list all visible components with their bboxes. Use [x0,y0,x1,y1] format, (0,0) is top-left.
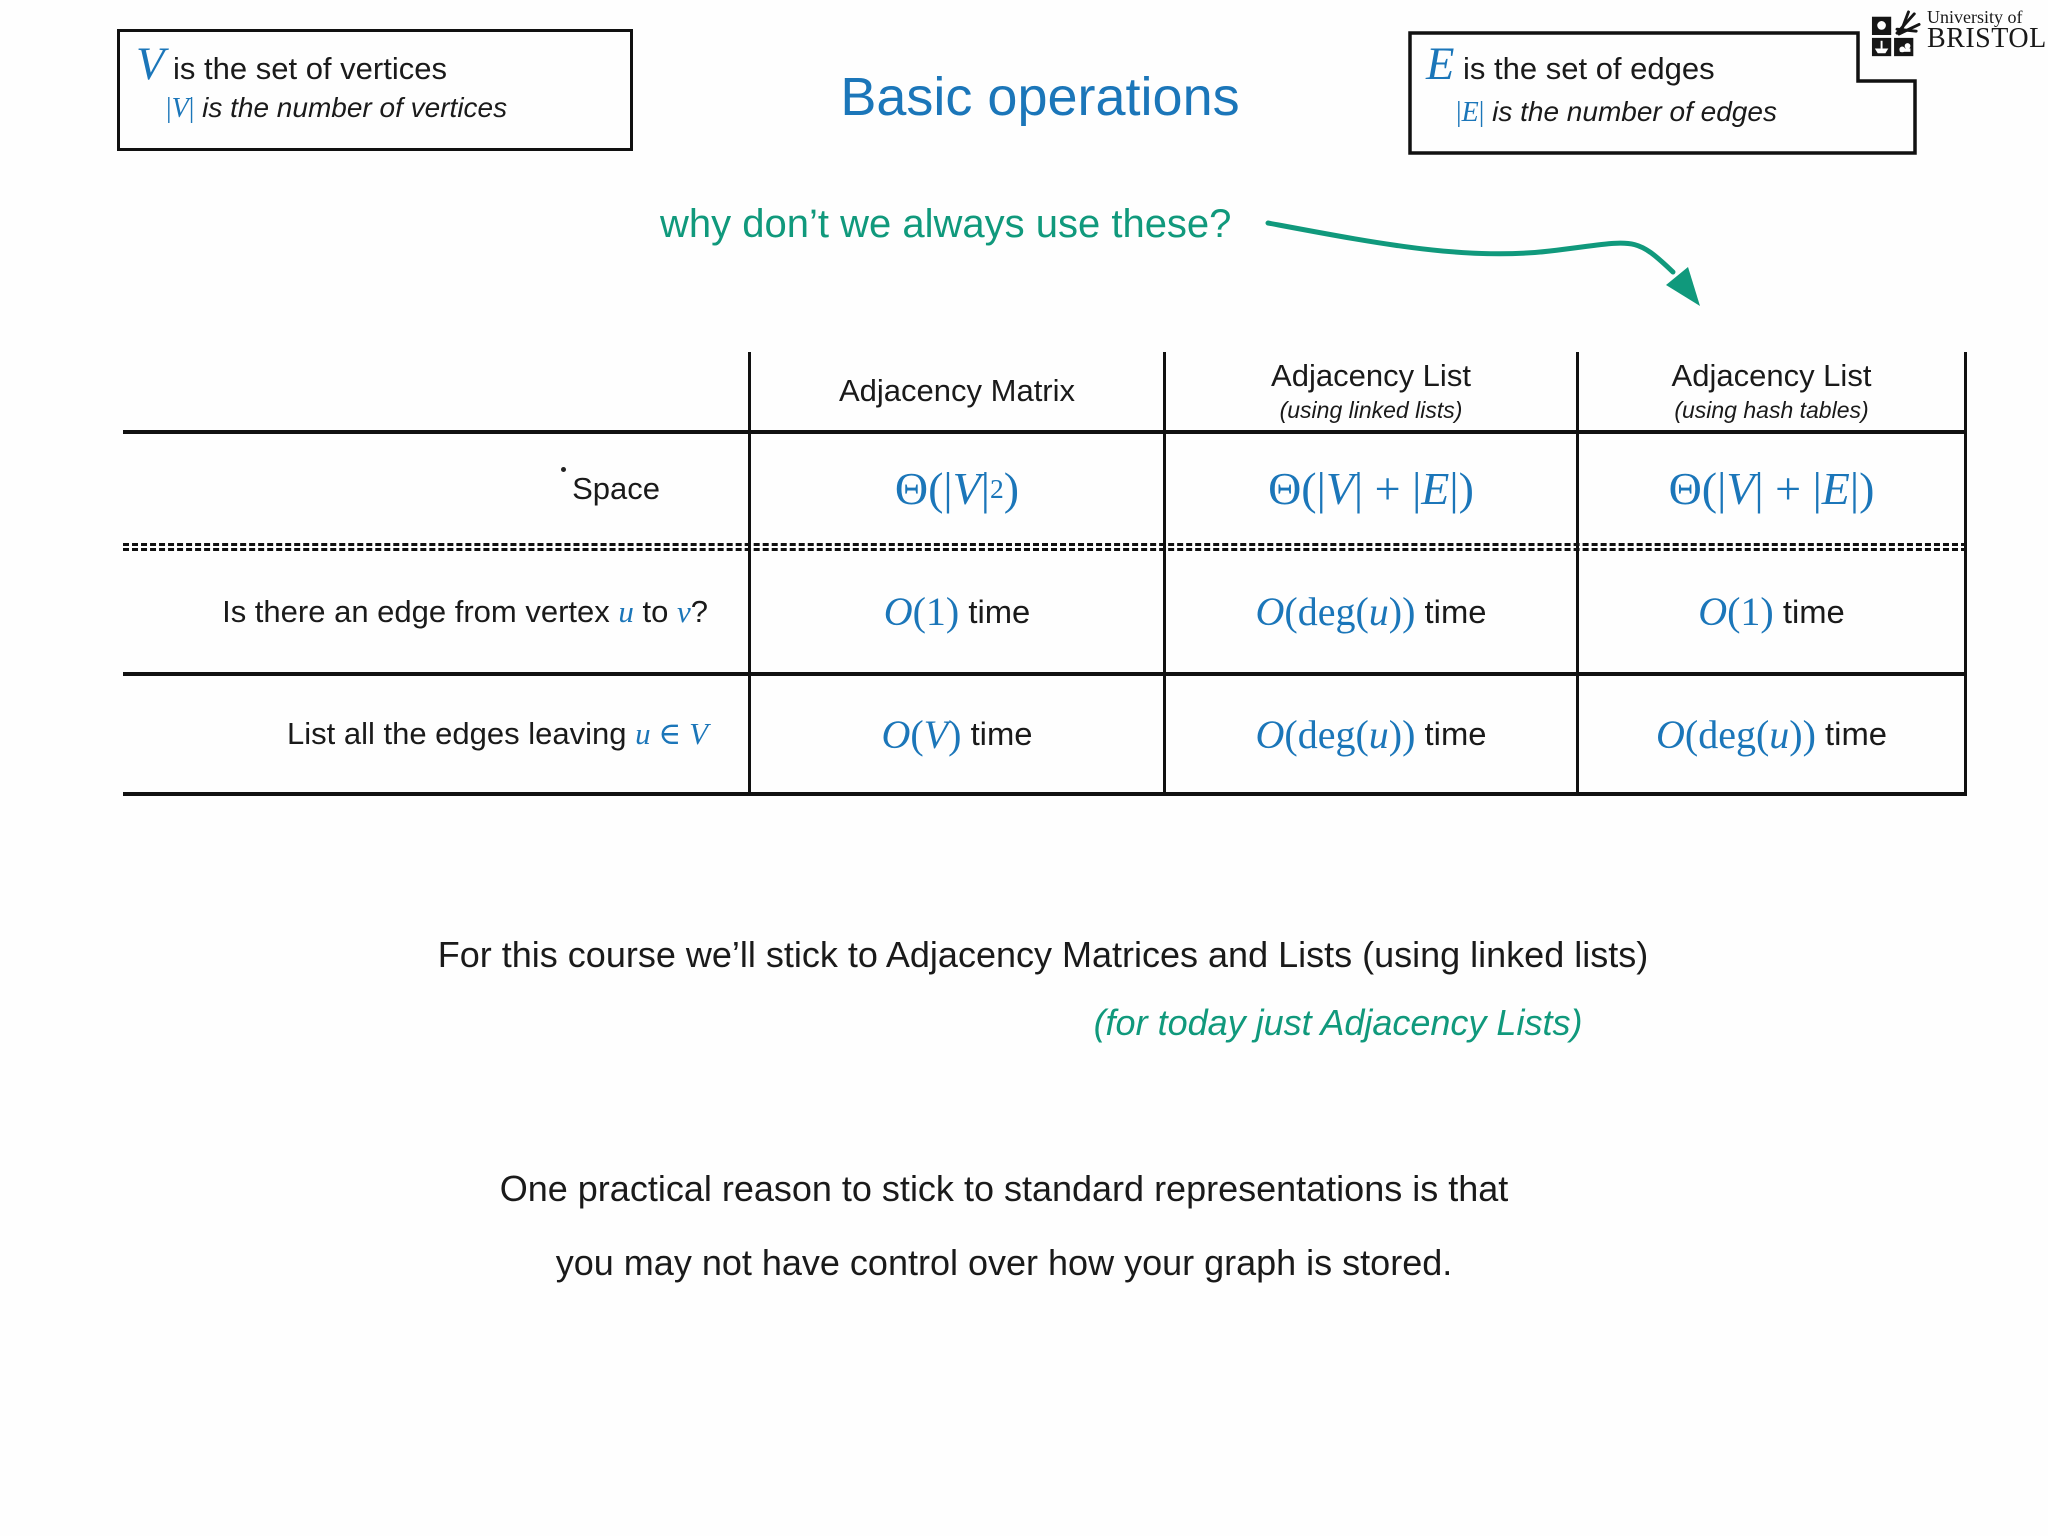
cell-space-list-linked: Θ(|V| + |E|) [1268,463,1474,514]
complexity-table: Adjacency Matrix Adjacency List (using l… [123,352,1967,796]
edge-definition-line1: E is the set of edges [1426,39,1715,90]
vertex-definition-line2: |V| is the number of vertices [166,92,508,124]
column-header-adjacency-list-hash: Adjacency List (using hash tables) [1579,352,1964,430]
page-title: Basic operations [840,67,1240,127]
cell-list-edges-matrix: O(V) time [881,711,1033,757]
row-label-space: Space [572,470,660,506]
cell-list-edges-list-hash: O(deg(u)) time [1655,711,1888,757]
edge-box-border [1408,31,1917,155]
edge-definition-line2: |E| is the number of edges [1456,96,1777,128]
cell-edge-query-list-hash: O(1) time [1698,589,1845,634]
cell-space-matrix: Θ(|V|2) [894,463,1020,514]
table-vline-3 [1576,352,1579,796]
table-double-dashed-rule [123,543,1967,551]
table-rule-2 [123,672,1967,676]
note-practical-reason-line1: One practical reason to stick to standar… [499,1168,1509,1209]
table-vline-2 [1163,352,1166,796]
note-course-representations: For this course we’ll stick to Adjacency… [437,934,1649,975]
row-label-edge-query: Is there an edge from vertex u to v? [222,593,708,629]
table-vline-right [1964,352,1967,796]
table-vline-1 [748,352,751,796]
annotation-question: why don’t we always use these? [660,202,1232,246]
vertex-definition-line1: V is the set of vertices [136,39,447,90]
stray-dot [561,467,566,472]
university-crest-icon [1871,10,1921,57]
table-header-rule [123,430,1967,434]
university-of-bristol-logo: University of BRISTOL [1871,8,2047,62]
column-subtitle: (using linked lists) [1279,397,1463,423]
university-wordmark-line2: BRISTOL [1927,23,2047,54]
column-title: Adjacency Matrix [838,373,1076,408]
cell-list-edges-list-linked: O(deg(u)) time [1255,711,1487,757]
column-title: Adjacency List [1271,358,1471,393]
cell-edge-query-list-linked: O(deg(u)) time [1255,589,1487,634]
note-practical-reason-line2: you may not have control over how your g… [555,1242,1453,1283]
annotation-arrow [1265,220,1700,306]
cell-space-list-hash: Θ(|V| + |E|) [1668,463,1875,514]
cell-edge-query-matrix: O(1) time [883,589,1031,634]
column-subtitle: (using hash tables) [1674,397,1869,423]
column-header-adjacency-list-linked: Adjacency List (using linked lists) [1166,352,1576,430]
edge-definition-box: E is the set of edges |E| is the number … [1408,30,1920,156]
row-label-list-edges: List all the edges leaving u ∈ V [286,716,708,751]
university-wordmark-line1: University of [1927,7,2023,27]
column-title: Adjacency List [1671,358,1872,393]
university-wordmark: University of BRISTOL [1927,7,2047,54]
note-today-adjacency-lists: (for today just Adjacency Lists) [1093,1002,1583,1043]
vertex-definition-box: V is the set of vertices |V| is the numb… [117,29,633,151]
table-bottom-rule [123,792,1967,796]
column-header-adjacency-matrix: Adjacency Matrix [751,352,1163,430]
